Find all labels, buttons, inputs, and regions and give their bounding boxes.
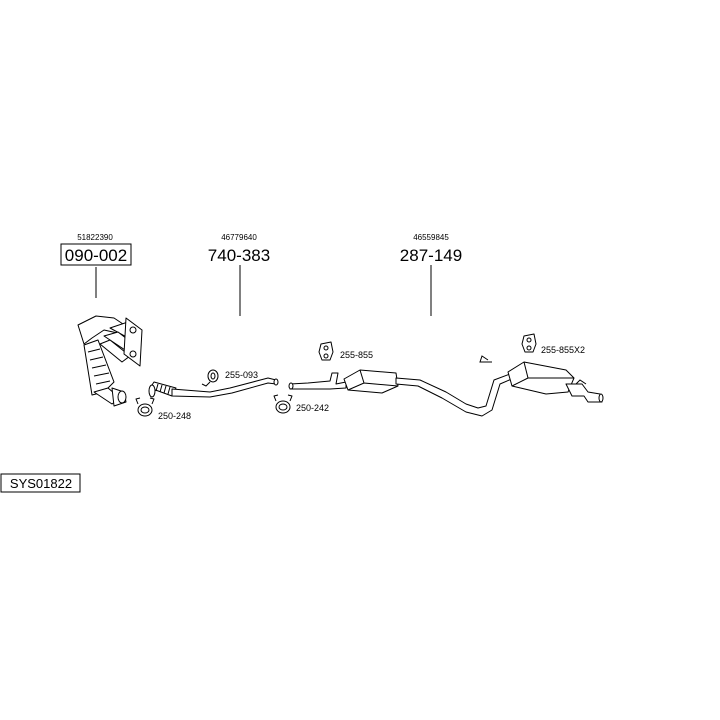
part-code-2: 740-383 <box>208 246 270 265</box>
hanger-icon <box>521 333 537 353</box>
hanger-icon <box>318 341 334 361</box>
accessory-code-255-855: 255-855 <box>340 350 373 360</box>
ring-icon <box>201 369 219 387</box>
oem-number-3: 46559845 <box>413 233 449 242</box>
part-090-002[interactable]: 51822390 090-002 <box>60 233 143 407</box>
accessory-code-250-248: 250-248 <box>158 411 191 421</box>
part-740-383[interactable]: 46779640 740-383 <box>148 233 279 398</box>
front-pipe-icon <box>148 377 279 398</box>
accessory-255-093[interactable]: 255-093 <box>201 369 258 387</box>
clamp-icon <box>135 397 155 417</box>
accessory-code-255-855X2: 255-855X2 <box>541 345 585 355</box>
system-code-label: SYS01822 <box>0 473 81 493</box>
oem-number-1: 51822390 <box>77 233 113 242</box>
accessory-255-855X2[interactable]: 255-855X2 <box>521 333 585 355</box>
part-code-3: 287-149 <box>400 246 462 265</box>
clamp-icon <box>273 394 293 414</box>
part-code-box <box>60 243 132 266</box>
accessory-code-255-093: 255-093 <box>225 370 258 380</box>
system-code-box <box>0 473 81 493</box>
system-code: SYS01822 <box>10 476 72 491</box>
accessory-250-242[interactable]: 250-242 <box>273 394 329 414</box>
exhaust-section-icon <box>288 355 604 417</box>
accessory-code-250-242: 250-242 <box>296 403 329 413</box>
part-code-1: 090-002 <box>65 246 127 265</box>
part-287-149[interactable]: 46559845 287-149 <box>288 233 604 417</box>
accessory-255-855[interactable]: 255-855 <box>318 341 373 361</box>
oem-number-2: 46779640 <box>221 233 257 242</box>
accessory-250-248[interactable]: 250-248 <box>135 397 191 421</box>
exhaust-manifold-icon <box>77 315 143 407</box>
